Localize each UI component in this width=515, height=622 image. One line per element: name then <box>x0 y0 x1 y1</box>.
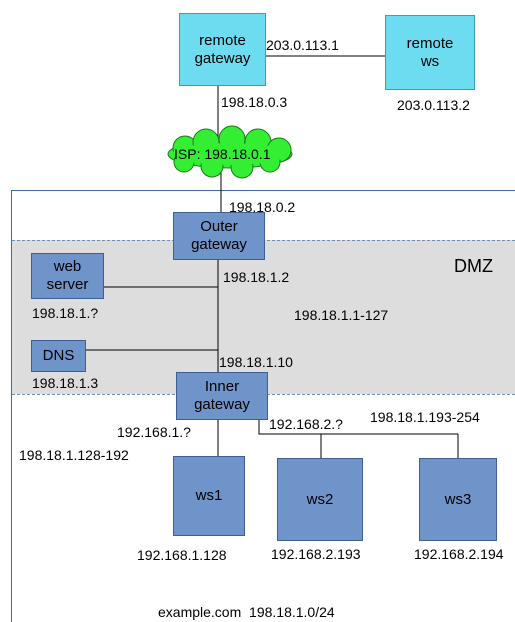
site-boundary-top <box>11 190 515 191</box>
dmz-label: DMZ <box>454 256 493 276</box>
ws3-address: 192.168.2.194 <box>414 546 504 562</box>
outer-gateway-dmz-address: 198.18.1.2 <box>223 269 290 285</box>
ws3-node[interactable]: ws3 <box>419 458 497 541</box>
dns-node[interactable]: DNS <box>31 340 86 372</box>
remote-gateway-wan-address: 203.0.113.1 <box>266 37 339 53</box>
network-footer-label: example.com 198.18.1.0/24 <box>158 604 335 620</box>
remote-ws-node[interactable]: remote ws <box>385 15 475 90</box>
outer-gateway-node[interactable]: Outer gateway <box>173 212 265 260</box>
inner-gateway-lan2-address: 192.168.2.? <box>269 416 343 432</box>
web-server-address: 198.18.1.? <box>32 305 99 321</box>
dns-address: 198.18.1.3 <box>32 375 99 391</box>
site-boundary-left <box>11 190 12 622</box>
ws1-node[interactable]: ws1 <box>173 456 245 536</box>
inner-gateway-lan1-address: 192.168.1.? <box>117 424 191 440</box>
remote-gateway-isp-address: 198.18.0.3 <box>221 94 288 110</box>
dmz-range-label: 198.18.1.1-127 <box>294 307 389 323</box>
remote-gateway-node[interactable]: remote gateway <box>179 13 266 86</box>
remote-ws-address: 203.0.113.2 <box>397 97 470 113</box>
ws1-address: 192.168.1.128 <box>137 547 227 563</box>
lan3-range-label: 198.18.1.193-254 <box>370 409 480 425</box>
isp-label: ISP: 198.18.0.1 <box>174 146 271 162</box>
web-server-node[interactable]: web server <box>31 253 104 299</box>
ws2-node[interactable]: ws2 <box>277 458 363 541</box>
outer-gateway-up-address: 198.18.0.2 <box>229 199 296 215</box>
ws2-address: 192.168.2.193 <box>271 546 361 562</box>
lan1-range-label: 198.18.1.128-192 <box>19 447 129 463</box>
link-inner-lan2 <box>258 420 458 435</box>
inner-gateway-dmz-address: 198.18.1.10 <box>219 354 293 370</box>
inner-gateway-node[interactable]: Inner gateway <box>176 372 268 420</box>
isp-cloud-icon <box>167 125 293 179</box>
